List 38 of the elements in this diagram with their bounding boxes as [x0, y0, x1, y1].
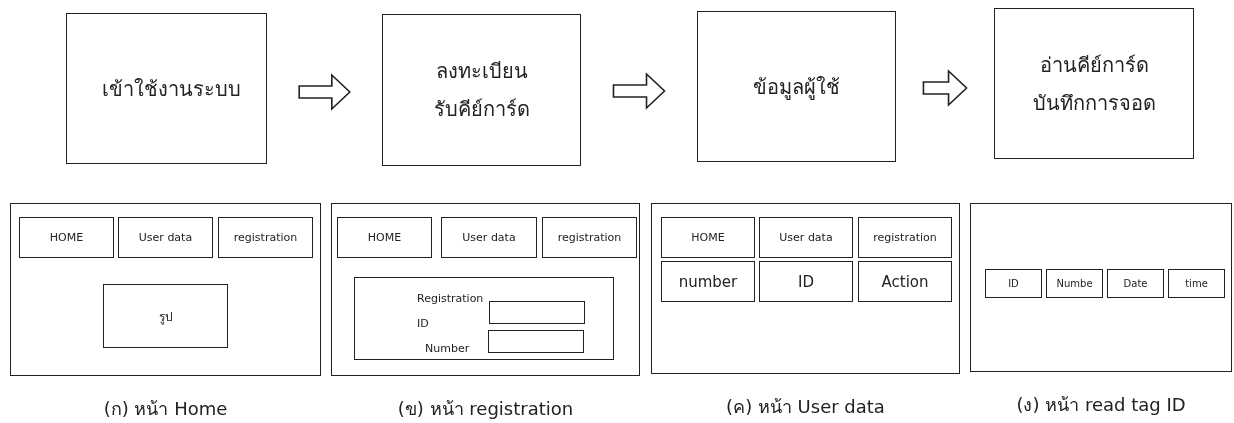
- node-label: (ค) หน้า User data: [725, 395, 886, 419]
- node-label: (ข) หน้า registration: [396, 397, 575, 421]
- process-box: เข้าใช้งานระบบ: [66, 13, 267, 164]
- menu-button: HOME: [661, 217, 755, 258]
- node-label: (ง) หน้า read tag ID: [1015, 393, 1187, 417]
- page-mockup: [970, 203, 1232, 372]
- block-arrow: [298, 73, 351, 111]
- table-header-cell: Date: [1107, 269, 1164, 298]
- menu-button: User data: [118, 217, 213, 258]
- table-header-cell: time: [1168, 269, 1225, 298]
- table-header-cell: number: [661, 261, 755, 302]
- table-header-cell: Action: [858, 261, 952, 302]
- table-header-cell: ID: [985, 269, 1042, 298]
- page-mockup: [10, 203, 321, 376]
- menu-button: registration: [858, 217, 952, 258]
- page-mockup: [331, 203, 640, 376]
- process-box: ข้อมูลผู้ใช้: [697, 11, 896, 162]
- block-arrow: [922, 69, 968, 107]
- picture-box: รูป: [103, 284, 228, 348]
- menu-button: HOME: [337, 217, 432, 258]
- page-mockup: [651, 203, 960, 374]
- menu-button: User data: [441, 217, 537, 258]
- menu-button: registration: [542, 217, 637, 258]
- menu-button: HOME: [19, 217, 114, 258]
- field-label: Number: [425, 342, 470, 355]
- menu-button: User data: [759, 217, 853, 258]
- table-header-cell: ID: [759, 261, 853, 302]
- block-arrow: [612, 72, 666, 110]
- menu-button: registration: [218, 217, 313, 258]
- process-box: ลงทะเบียน รับคีย์การ์ด: [382, 14, 581, 166]
- form-heading: Registration: [417, 292, 484, 305]
- process-box: อ่านคีย์การ์ด บันทึกการจอด: [994, 8, 1194, 159]
- field-label: ID: [417, 317, 429, 330]
- input-field: [488, 330, 584, 353]
- node-label: (ก) หน้า Home: [102, 397, 229, 421]
- registration-form: [354, 277, 614, 360]
- input-field: [489, 301, 585, 324]
- table-header-cell: Numbe: [1046, 269, 1103, 298]
